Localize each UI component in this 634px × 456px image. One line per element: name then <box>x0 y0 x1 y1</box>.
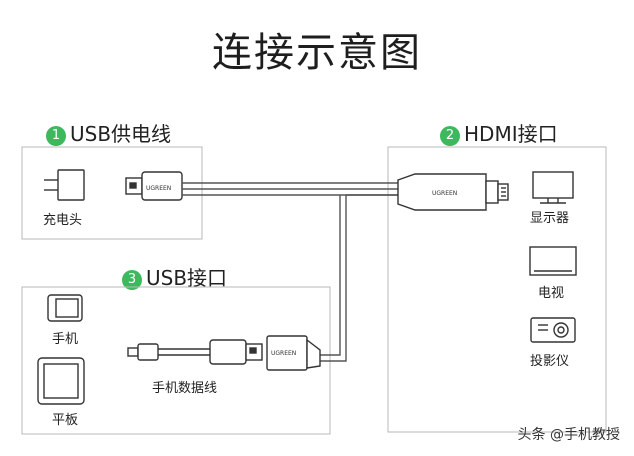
projector-icon <box>530 317 576 343</box>
phone-label: 手机 <box>52 332 79 347</box>
charger-label: 充电头 <box>43 213 83 228</box>
cable-lines <box>182 182 398 362</box>
usb-power-box <box>21 146 203 240</box>
monitor-icon <box>532 171 574 204</box>
tv-label: 电视 <box>538 286 565 301</box>
section-label-text: HDMI接口 <box>464 122 558 146</box>
watermark: 头条 @手机教授 <box>517 427 620 443</box>
section-label-text: USB供电线 <box>70 122 172 146</box>
step-number-badge: 3 <box>122 270 142 290</box>
step-number-badge: 1 <box>46 126 66 146</box>
section-label-text: USB接口 <box>146 266 228 290</box>
diagram-title: 连接示意图 <box>212 30 422 76</box>
usb-a-plug-icon <box>125 171 183 201</box>
hdmi-devices-box <box>387 146 607 433</box>
brand-text: UGREEN <box>432 190 457 197</box>
usb-female-adapter-icon <box>266 335 321 371</box>
charger-icon <box>44 169 85 201</box>
display-label: 显示器 <box>530 211 570 226</box>
tablet-label: 平板 <box>52 413 79 428</box>
tv-icon <box>529 246 577 276</box>
tablet-icon <box>37 357 85 405</box>
step-number-badge: 2 <box>440 126 460 146</box>
data-cable-label: 手机数据线 <box>152 381 218 396</box>
brand-text: UGREEN <box>146 185 171 192</box>
phone-icon <box>47 294 83 322</box>
projector-label: 投影仪 <box>530 354 570 369</box>
brand-text: UGREEN <box>271 350 296 357</box>
phone-data-cable-icon <box>127 339 263 365</box>
hdmi-adapter-icon <box>397 173 509 211</box>
